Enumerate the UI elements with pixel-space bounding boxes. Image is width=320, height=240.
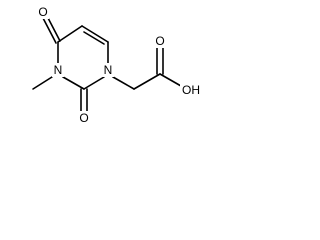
atom-n3: N bbox=[52, 63, 64, 77]
atom-o-bottom: O bbox=[78, 111, 90, 125]
atom-o-bottom-label: O bbox=[79, 111, 88, 125]
atom-o-top: O bbox=[37, 5, 49, 19]
bond-c4-c5 bbox=[57, 25, 83, 43]
atom-n3-label: N bbox=[54, 63, 63, 77]
bond-c5-c6-b bbox=[83, 31, 105, 45]
atom-oh: OH bbox=[180, 83, 202, 97]
bond-ch2-cacid bbox=[133, 73, 161, 90]
atom-n1-label: N bbox=[104, 63, 113, 77]
atom-n1: N bbox=[102, 63, 114, 77]
bond-c5-c6-a bbox=[81, 25, 109, 43]
bond-c2-n3 bbox=[62, 76, 85, 90]
bond-n1-c2 bbox=[83, 76, 105, 90]
bond-c4-o-top-a bbox=[42, 17, 57, 44]
atom-oh-label: OH bbox=[182, 83, 200, 97]
bond-c4-o-top-b bbox=[46, 15, 61, 42]
bond-n3-methyl bbox=[32, 76, 53, 90]
atom-o-carbonyl: O bbox=[154, 34, 166, 48]
structure-diagram: O N N O O OH bbox=[0, 0, 234, 138]
molecule-svg: O N N O O OH bbox=[32, 5, 202, 125]
atom-o-top-label: O bbox=[38, 5, 47, 19]
bond-n1-ch2 bbox=[112, 76, 135, 90]
atom-o-carbonyl-label: O bbox=[155, 34, 164, 48]
bond-cacid-oh bbox=[159, 73, 182, 87]
